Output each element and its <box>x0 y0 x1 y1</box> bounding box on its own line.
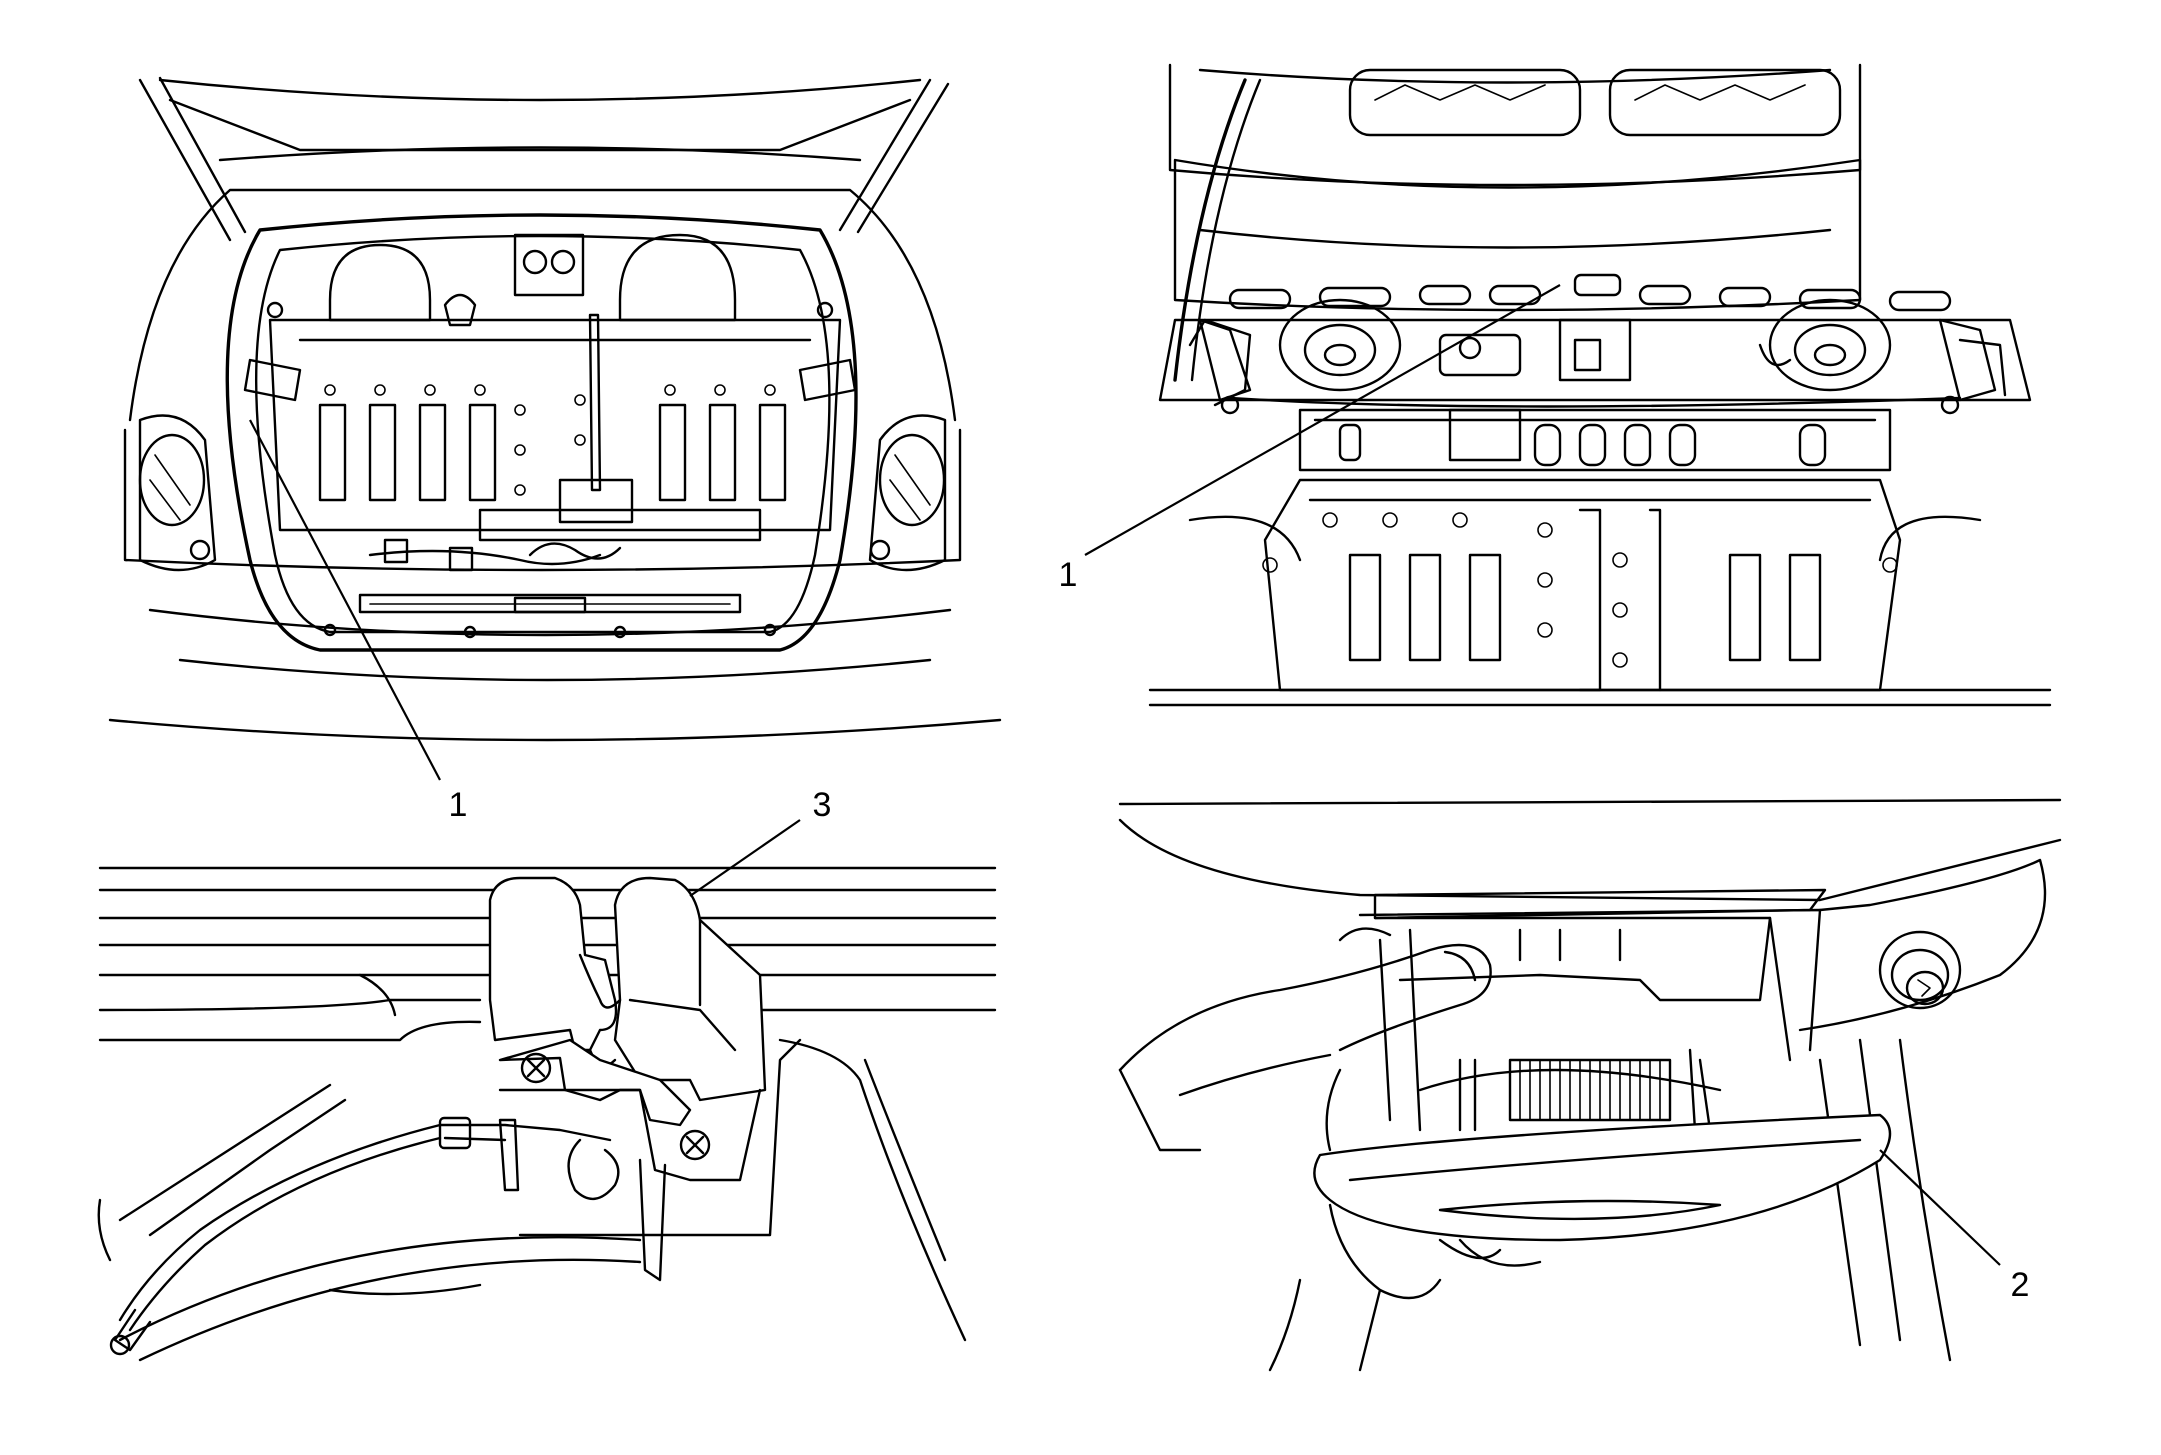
callout-label-1b: 1 <box>1059 556 1078 594</box>
callout-label-3: 3 <box>813 786 832 824</box>
panel-rear-hatch-overview: 1 <box>108 76 1002 824</box>
panel-hatch-underside: 1 <box>1059 63 2052 707</box>
panel-latch-closeup: 3 <box>97 786 997 1362</box>
leader-line-1 <box>249 419 441 781</box>
callout-label-2: 2 <box>2011 1266 2030 1304</box>
callout-label-1: 1 <box>449 786 468 824</box>
leader-line-3 <box>689 819 801 897</box>
leader-line-1b <box>1084 284 1561 556</box>
leader-line-2 <box>1879 1149 2001 1266</box>
panel-release-handle: 2 <box>1118 798 2062 1372</box>
